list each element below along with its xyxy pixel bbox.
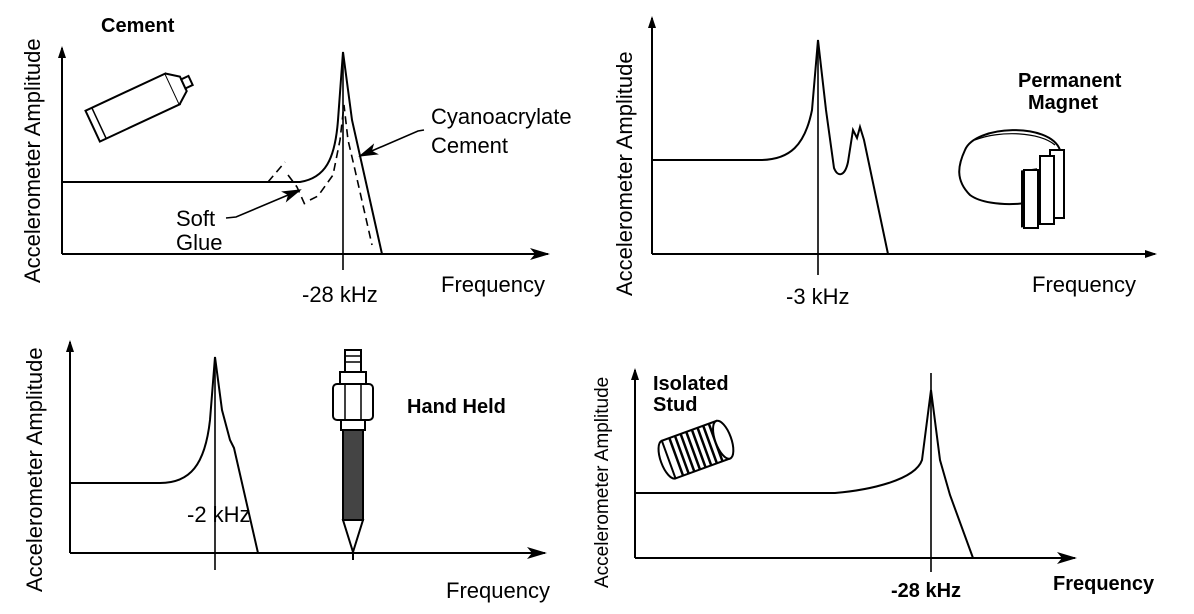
annotation-soft: Soft [176,206,215,231]
panel-hand-held: Accelerometer Amplitude Frequency -2 kHz… [22,340,550,603]
y-axis-label: Accelerometer Amplitude [612,51,637,296]
panel-title: Cement [101,15,175,37]
panel-cement: Accelerometer Amplitude Frequency -28 kH… [20,15,572,307]
panel-title-line-1: Isolated [653,373,729,395]
x-axis-label: Frequency [446,578,550,603]
annotation-glue: Glue [176,230,222,255]
soft-glue-arrow [225,189,302,219]
annotation-cement: Cement [431,133,508,158]
x-axis-label: Frequency [1032,272,1136,297]
response-curve-soft-glue [267,104,373,246]
resonance-label: -28 kHz [302,282,378,307]
panel-title-line-1: Permanent [1018,70,1122,92]
panel-isolated-stud: Accelerometer Amplitude Frequency -28 kH… [592,368,1155,602]
cement-tube-icon [84,72,195,143]
panel-permanent-magnet: Accelerometer Amplitude Frequency -3 kHz… [612,16,1157,309]
response-curve [652,39,889,255]
panel-title: Hand Held [407,396,506,418]
response-curve [635,389,974,559]
y-axis-label: Accelerometer Amplitude [22,347,47,592]
response-curve-cyanoacrylate [62,51,383,255]
y-axis-label: Accelerometer Amplitude [20,38,45,283]
response-curve [70,356,259,554]
resonance-label: -3 kHz [786,284,850,309]
isolated-stud-icon [657,419,735,480]
x-axis-label: Frequency [1053,573,1155,595]
hand-held-probe-icon [332,349,374,560]
panel-title-line-2: Stud [653,394,697,416]
annotation-cyanoacrylate: Cyanoacrylate [431,104,572,129]
resonance-label: -2 kHz [187,502,251,527]
magnet-icon [958,129,1065,229]
cyanoacrylate-arrow [358,129,425,157]
y-axis-label: Accelerometer Amplitude [592,377,613,588]
x-axis-label: Frequency [441,272,545,297]
resonance-label: -28 kHz [891,580,961,602]
panel-title-line-2: Magnet [1028,92,1098,114]
